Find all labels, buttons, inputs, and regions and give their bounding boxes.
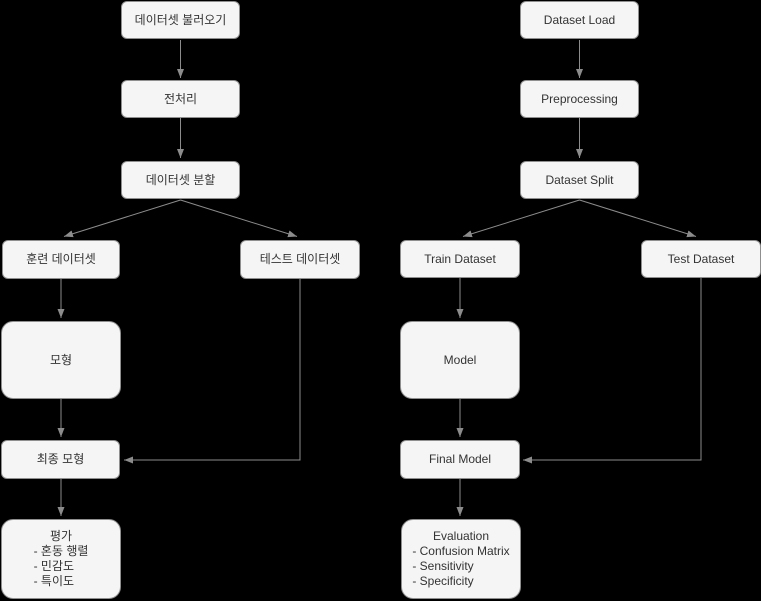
node-label: 데이터셋 불러오기 — [134, 12, 227, 27]
node-label: 훈련 데이터셋 — [26, 252, 96, 266]
arrow-test-to-final-ko — [124, 279, 301, 464]
node-test-dataset-en: Test Dataset — [641, 240, 761, 278]
evaluation-item: - 혼동 행렬 — [33, 544, 89, 558]
evaluation-item: - Confusion Matrix — [412, 544, 510, 558]
arrow-split-to-train-en — [462, 199, 580, 238]
arrow-split-to-test-en — [579, 199, 697, 238]
node-preprocessing-en: Preprocessing — [520, 80, 639, 118]
node-preprocessing-ko: 전처리 — [121, 80, 240, 118]
node-label: 최종 모형 — [36, 452, 85, 466]
node-label: Final Model — [428, 452, 492, 466]
arrow-split-to-test-ko — [180, 199, 298, 238]
node-label: Preprocessing — [541, 91, 618, 106]
node-label: Test Dataset — [667, 251, 735, 266]
node-evaluation-en: Evaluation - Confusion Matrix - Sensitiv… — [401, 519, 521, 599]
node-label: Train Dataset — [424, 251, 496, 266]
evaluation-items: - 혼동 행렬 - 민감도 - 특이도 — [34, 544, 89, 589]
node-label: 평가 — [49, 529, 73, 543]
node-label: Evaluation — [432, 529, 490, 543]
node-label: 테스트 데이터셋 — [259, 252, 341, 266]
node-label: 데이터셋 분할 — [145, 172, 216, 187]
evaluation-item: - 특이도 — [33, 574, 75, 588]
node-model-ko: 모형 — [1, 321, 121, 399]
evaluation-items: - Confusion Matrix - Sensitivity - Speci… — [412, 544, 509, 589]
node-label: 전처리 — [163, 91, 198, 106]
node-final-model-ko: 최종 모형 — [1, 440, 120, 479]
node-dataset-split-en: Dataset Split — [520, 161, 639, 199]
node-label: Model — [443, 352, 477, 367]
node-train-dataset-en: Train Dataset — [400, 240, 520, 278]
evaluation-item: - 민감도 — [33, 559, 75, 573]
node-train-dataset-ko: 훈련 데이터셋 — [2, 240, 120, 279]
node-dataset-load-en: Dataset Load — [520, 1, 639, 39]
node-test-dataset-ko: 테스트 데이터셋 — [240, 240, 360, 279]
node-model-en: Model — [400, 321, 520, 399]
node-final-model-en: Final Model — [400, 440, 520, 479]
node-label: Dataset Split — [545, 172, 614, 187]
node-label: 모형 — [49, 352, 73, 367]
evaluation-item: - Specificity — [412, 574, 474, 588]
node-dataset-split-ko: 데이터셋 분할 — [121, 161, 240, 199]
evaluation-item: - Sensitivity — [412, 559, 474, 573]
node-evaluation-ko: 평가 - 혼동 행렬 - 민감도 - 특이도 — [1, 519, 121, 599]
arrow-split-to-train-ko — [63, 199, 181, 238]
arrow-test-to-final-en — [523, 278, 702, 464]
node-label: Dataset Load — [543, 12, 616, 27]
node-dataset-load-ko: 데이터셋 불러오기 — [121, 1, 240, 39]
